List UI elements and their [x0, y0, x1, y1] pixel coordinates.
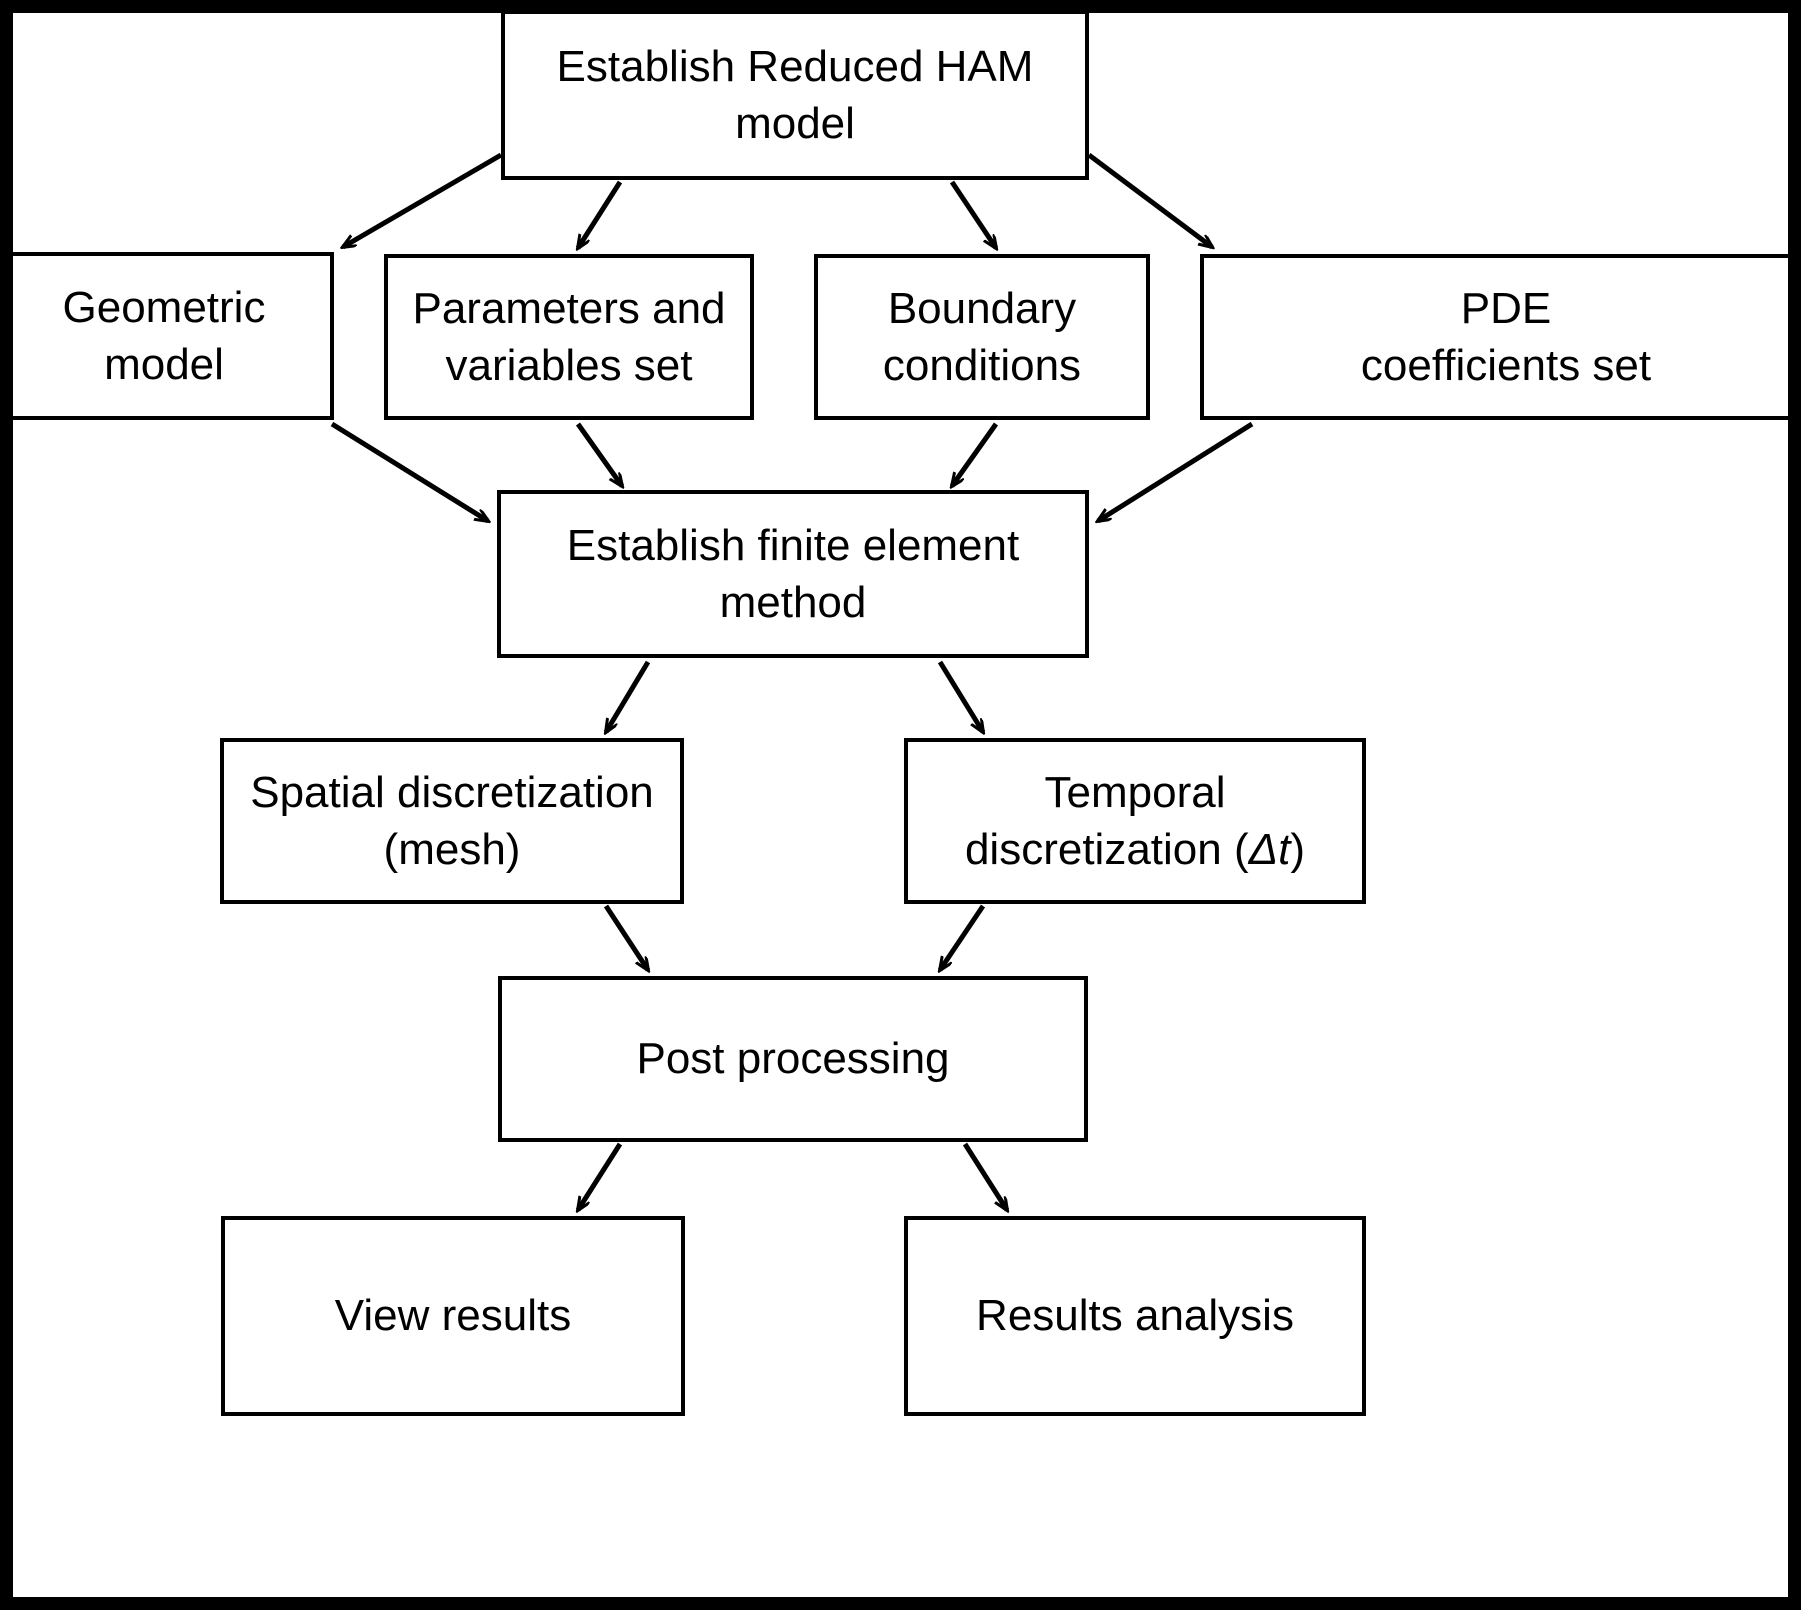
edge-ham-to-params: [578, 180, 623, 248]
node-label: Post processing: [636, 1034, 950, 1084]
node-view-results[interactable]: View results: [221, 1216, 685, 1416]
node-label-tail: ): [1290, 825, 1306, 874]
node-label: Parameters and variables set: [412, 283, 726, 390]
node-temporal-discretization-delta-t[interactable]: Temporal discretization (Δt): [904, 738, 1366, 904]
node-post-processing[interactable]: Post processing: [498, 976, 1088, 1142]
node-label: View results: [334, 1291, 572, 1341]
edge-pde-to-fem: [1098, 421, 1254, 521]
node-parameters-and-variables-set[interactable]: Parameters and variables set: [384, 254, 754, 420]
node-label: Spatial discretization (mesh): [250, 767, 654, 874]
node-establish-finite-element-method[interactable]: Establish finite element method: [497, 490, 1089, 658]
node-establish-reduced-ham-model[interactable]: Establish Reduced HAM model: [501, 10, 1089, 180]
node-pde-coefficients-set[interactable]: PDE coefficients set: [1200, 254, 1801, 420]
edge-post-to-view: [578, 1142, 623, 1210]
edge-temporal-to-post: [940, 904, 986, 970]
node-label: Results analysis: [976, 1291, 1294, 1341]
node-label: Boundary conditions: [882, 283, 1082, 390]
edge-ham-to-geometric: [343, 152, 503, 247]
edge-boundary-to-fem: [952, 422, 999, 486]
node-geometric-model[interactable]: Geometric model: [0, 252, 334, 420]
node-label-head: Temporal discretization (: [964, 767, 1249, 874]
edge-spatial-to-post: [603, 904, 648, 970]
edge-params-to-fem: [575, 422, 622, 486]
node-label: Establish Reduced HAM model: [556, 41, 1034, 148]
edge-post-to-analysis: [962, 1142, 1007, 1210]
node-label: PDE coefficients set: [1360, 283, 1652, 390]
node-label-symbol: Δt: [1248, 825, 1291, 874]
node-spatial-discretization-mesh[interactable]: Spatial discretization (mesh): [220, 738, 684, 904]
edge-fem-to-temporal: [937, 660, 983, 732]
edge-ham-to-pde: [1087, 152, 1212, 247]
edge-ham-to-boundary: [949, 180, 996, 248]
node-label: Establish finite element method: [566, 520, 1020, 627]
node-label: Temporal discretization (Δt): [918, 764, 1352, 878]
edge-geometric-to-fem: [330, 421, 488, 521]
node-boundary-conditions[interactable]: Boundary conditions: [814, 254, 1150, 420]
edge-fem-to-spatial: [606, 660, 651, 732]
node-label: Geometric model: [62, 282, 266, 389]
node-results-analysis[interactable]: Results analysis: [904, 1216, 1366, 1416]
